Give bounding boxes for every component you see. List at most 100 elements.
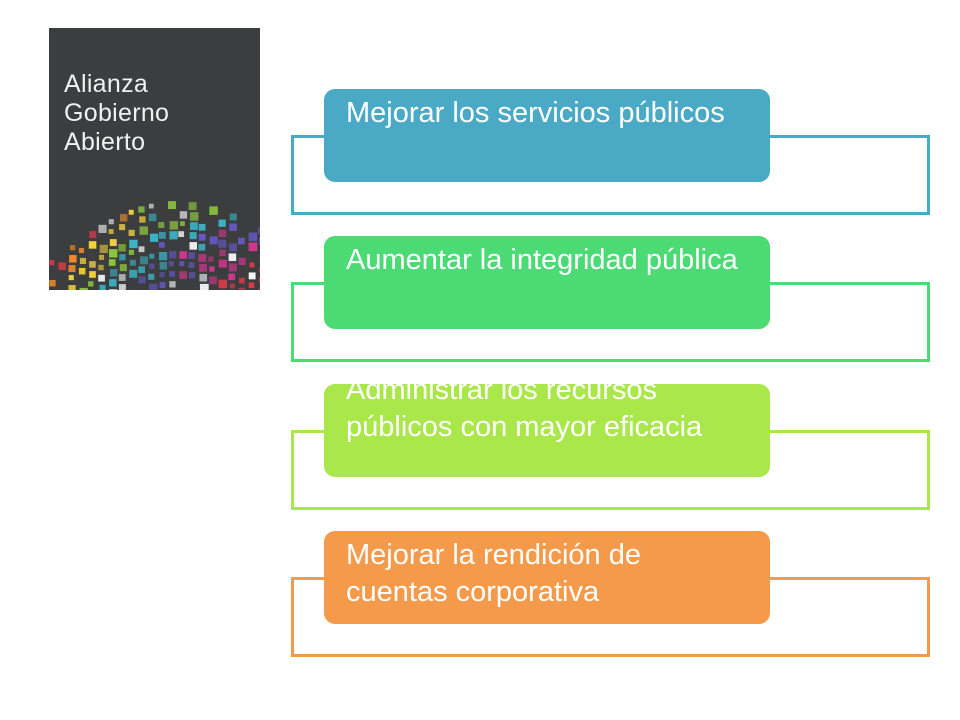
mosaic-tile bbox=[98, 274, 105, 282]
mosaic-tile bbox=[89, 271, 96, 278]
mosaic-tile bbox=[179, 221, 185, 227]
mosaic-tile bbox=[199, 273, 208, 282]
mosaic-tile bbox=[69, 255, 77, 263]
mosaic-tile bbox=[98, 254, 105, 260]
mosaic-tile bbox=[218, 239, 227, 248]
mosaic-tile bbox=[118, 274, 126, 281]
mosaic-tile bbox=[148, 273, 155, 280]
mosaic-tile bbox=[179, 211, 188, 219]
mosaic-tile bbox=[228, 263, 237, 272]
mosaic-tile bbox=[128, 229, 135, 236]
mosaic-tile bbox=[168, 261, 174, 267]
mosaic-tile bbox=[249, 262, 255, 268]
mosaic-tile bbox=[159, 281, 166, 289]
mosaic-tile bbox=[138, 276, 146, 284]
mosaic-tile bbox=[129, 259, 136, 266]
mosaic-tile bbox=[188, 252, 195, 259]
mosaic-tile bbox=[109, 239, 117, 247]
mosaic-tile bbox=[178, 231, 185, 238]
mosaic-tile bbox=[218, 259, 227, 268]
mosaic-tile bbox=[158, 241, 165, 248]
mosaic-tile bbox=[259, 237, 260, 245]
mosaic-tile bbox=[89, 231, 97, 239]
mosaic-tile bbox=[49, 260, 55, 266]
mosaic-tile bbox=[229, 223, 237, 232]
mosaic-tile bbox=[208, 256, 214, 262]
mosaic-tile bbox=[169, 271, 176, 277]
mosaic-tile bbox=[69, 245, 76, 251]
diagram-item: Administrar los recursos públicos con ma… bbox=[324, 384, 770, 477]
mosaic-tile bbox=[248, 242, 258, 252]
mosaic-tile bbox=[99, 244, 108, 254]
mosaic-tile bbox=[228, 253, 237, 262]
mosaic-tile bbox=[248, 232, 258, 242]
mosaic-tile bbox=[198, 233, 206, 241]
mosaic-graphic bbox=[49, 201, 260, 290]
mosaic-tile bbox=[148, 203, 154, 209]
mosaic-tile bbox=[108, 229, 114, 235]
mosaic-tile bbox=[248, 282, 255, 289]
mosaic-tile bbox=[189, 242, 198, 250]
mosaic-tile bbox=[258, 287, 260, 290]
mosaic-tile bbox=[238, 277, 245, 284]
mosaic-tile bbox=[108, 259, 116, 266]
mosaic-tile bbox=[218, 229, 227, 238]
mosaic-tile bbox=[158, 251, 168, 261]
diagram-item-label: Administrar los recursos públicos con ma… bbox=[346, 384, 703, 443]
mosaic-tile bbox=[108, 249, 118, 258]
mosaic-tile bbox=[198, 253, 207, 262]
mosaic-tile bbox=[68, 265, 76, 273]
mosaic-tile bbox=[199, 263, 207, 272]
mosaic-tile bbox=[119, 264, 127, 272]
mosaic-tile bbox=[228, 273, 236, 281]
mosaic-tile bbox=[98, 224, 107, 233]
diagram-item-label: Aumentar la integridad pública bbox=[346, 244, 738, 276]
mosaic-tile bbox=[139, 256, 149, 265]
mosaic-tile bbox=[129, 239, 138, 249]
mosaic-tile bbox=[158, 221, 165, 229]
mosaic-tile bbox=[169, 281, 176, 288]
mosaic-tile bbox=[198, 223, 206, 231]
mosaic-tile bbox=[248, 272, 256, 280]
mosaic-tile bbox=[109, 269, 118, 277]
mosaic-tile bbox=[138, 246, 145, 253]
mosaic-tile bbox=[99, 284, 106, 290]
mosaic-tile bbox=[229, 243, 238, 252]
mosaic-tile bbox=[209, 206, 218, 215]
mosaic-tile bbox=[209, 276, 217, 285]
mosaic-tile bbox=[259, 267, 260, 273]
mosaic-tile bbox=[78, 267, 86, 275]
mosaic-tile bbox=[238, 237, 245, 245]
logo-title-line: Abierto bbox=[64, 128, 146, 156]
mosaic-tile bbox=[258, 227, 260, 234]
mosaic-tile bbox=[78, 247, 85, 254]
mosaic-tile bbox=[179, 251, 187, 259]
mosaic-tile bbox=[148, 213, 157, 222]
logo-title: Alianza Gobierno Abierto bbox=[64, 70, 254, 157]
mosaic-tile bbox=[179, 271, 188, 280]
mosaic-tile bbox=[159, 261, 168, 270]
mosaic-tile bbox=[58, 262, 66, 270]
mosaic-tile bbox=[258, 277, 260, 283]
mosaic-tile bbox=[189, 222, 198, 230]
diagram-item: Aumentar la integridad pública bbox=[324, 236, 770, 329]
mosaic-tile bbox=[118, 244, 126, 252]
mosaic-tile bbox=[129, 269, 138, 278]
mosaic-tile bbox=[168, 201, 176, 210]
mosaic-tile bbox=[188, 202, 197, 211]
mosaic-tile bbox=[188, 272, 196, 279]
mosaic-tile bbox=[149, 263, 155, 270]
mosaic-tile bbox=[169, 251, 177, 259]
mosaic-tile bbox=[88, 241, 97, 249]
mosaic-tile bbox=[199, 283, 209, 290]
mosaic-tile bbox=[79, 287, 88, 290]
mosaic-tile bbox=[159, 271, 165, 278]
diagram-item: Mejorar la rendición de cuentas corporat… bbox=[324, 531, 770, 624]
logo-title-line: Alianza bbox=[64, 70, 149, 98]
mosaic-tile bbox=[108, 219, 114, 225]
mosaic-tile bbox=[179, 261, 185, 267]
mosaic-tile bbox=[68, 285, 76, 290]
mosaic-tile bbox=[49, 280, 56, 287]
mosaic-tile bbox=[198, 243, 206, 251]
